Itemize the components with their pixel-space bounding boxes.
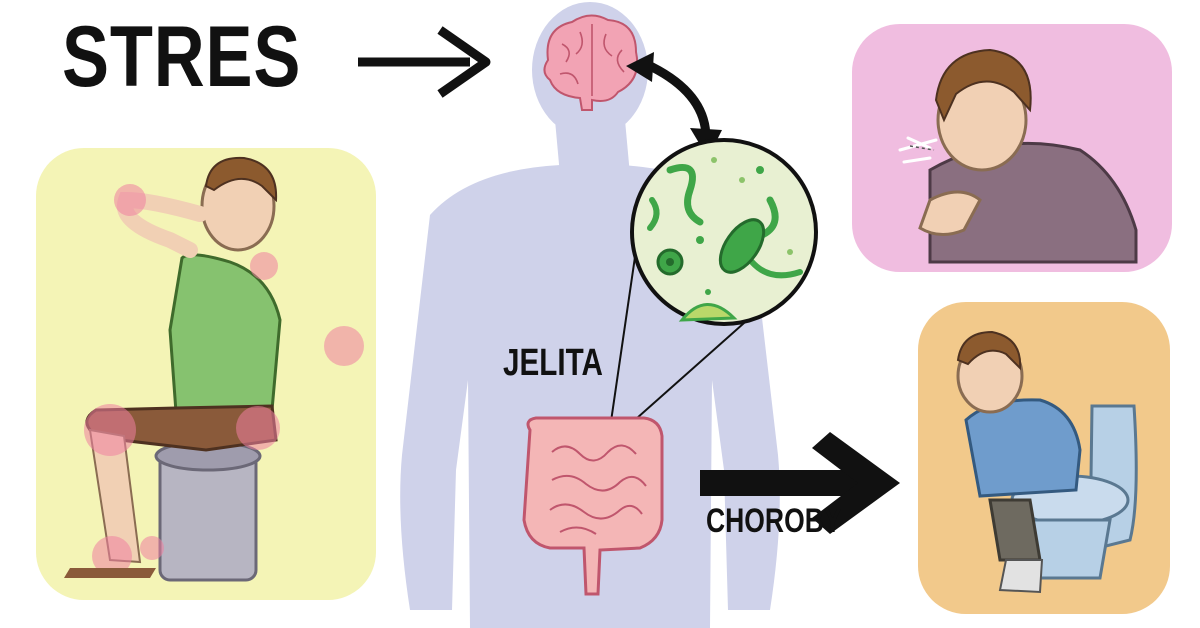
intestine-icon: [522, 416, 664, 596]
brain-icon: [543, 14, 639, 111]
double-arrow-head-top: [626, 52, 654, 82]
stress-label: STRES: [62, 9, 302, 105]
brain-gut-double-arrow-icon: [644, 59, 711, 139]
toilet-person: [956, 330, 1138, 594]
disease-arrow-icon: [812, 432, 900, 534]
zoom-line-left: [607, 249, 637, 443]
coughing-person: [898, 48, 1138, 264]
intestines-label: JELITA: [503, 342, 603, 384]
stress-arrow-head: [437, 26, 491, 98]
joint-pain-person: [64, 156, 364, 582]
disease-arrow-shaft: [700, 470, 860, 496]
diseases-label: CHOROBY: [706, 502, 842, 540]
microbiome-icon: [630, 138, 818, 326]
